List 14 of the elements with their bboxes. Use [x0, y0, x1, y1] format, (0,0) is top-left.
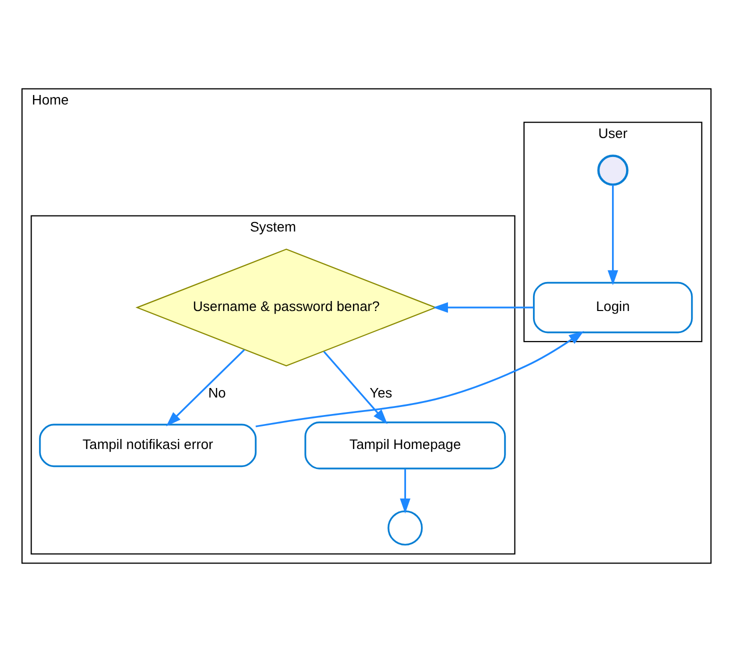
- arrow: [323, 351, 388, 424]
- node-box: Tampil notifikasi error: [39, 424, 257, 468]
- node-box: Tampil Homepage: [304, 422, 506, 470]
- arrow: [608, 184, 618, 286]
- node-circle: [388, 510, 423, 546]
- edge-label: Yes: [370, 384, 392, 401]
- arrow: [400, 468, 410, 514]
- node-box: Login: [532, 282, 693, 334]
- node-diamond: Username & password benar?: [136, 248, 438, 366]
- node-circle: [597, 154, 628, 186]
- arrow: [432, 302, 534, 313]
- edge-label: No: [208, 384, 226, 401]
- arrow: [166, 349, 245, 426]
- arrow: [256, 330, 584, 428]
